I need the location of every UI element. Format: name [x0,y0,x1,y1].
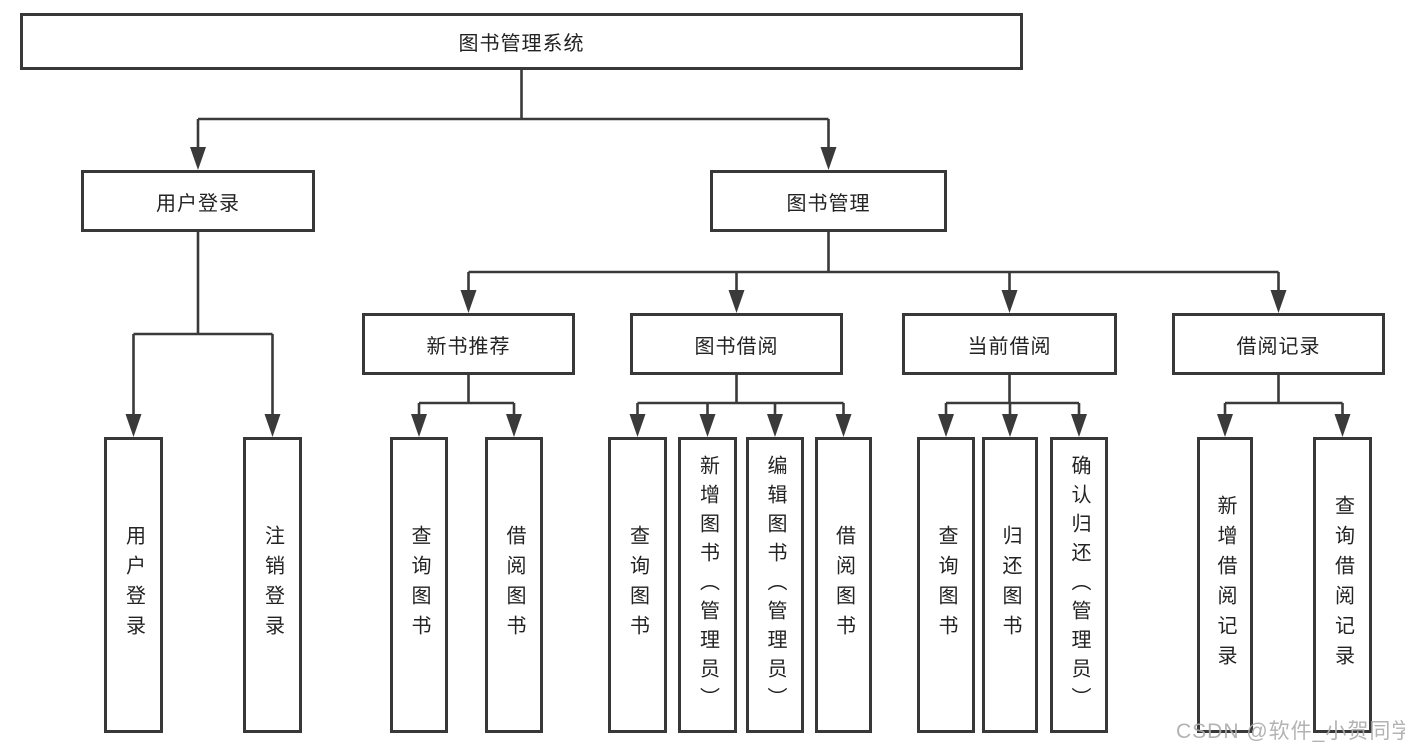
connector-root-to-level2 [190,70,837,170]
node-label: 借阅图书 [832,525,855,645]
node-label: 用户登录 [122,525,145,645]
connector-record-subtree [1217,375,1351,437]
node-borrow-record: 借阅记录 [1172,313,1385,375]
leaf-current-confirm-return-admin: 确认归还（管理员） [1050,437,1108,733]
connector-book-management-subtree [460,232,1287,313]
node-current-borrow: 当前借阅 [902,313,1117,375]
node-label: 借阅记录 [1236,335,1321,358]
node-new-book-recommend: 新书推荐 [362,313,575,375]
connector-recommend-subtree [411,375,522,437]
node-label: 归还图书 [999,525,1021,645]
node-label: 注销登录 [261,525,284,645]
node-label: 用户登录 [156,192,240,215]
node-root-library-system: 图书管理系统 [20,13,1023,70]
leaf-record-query-borrow-record: 查询借阅记录 [1313,437,1372,733]
node-label: 查询图书 [626,525,649,645]
leaf-borrow-add-book-admin: 新增图书（管理员） [678,437,737,733]
leaf-borrow-edit-book-admin: 编辑图书（管理员） [746,437,804,733]
leaf-recommend-borrow-book: 借阅图书 [485,437,543,733]
connector-borrow-subtree [629,375,852,437]
leaf-current-return-book: 归还图书 [982,437,1038,733]
node-label: 新书推荐 [426,335,511,358]
leaf-recommend-query-book: 查询图书 [390,437,448,733]
node-label: 图书管理系统 [458,33,585,55]
node-label: 查询图书 [935,525,957,645]
leaf-logout: 注销登录 [243,437,302,733]
node-label: 查询借阅记录 [1331,495,1354,675]
csdn-watermark: CSDN @软件_小贺同学 [1176,720,1405,743]
leaf-current-query-book: 查询图书 [917,437,975,733]
connector-current-subtree [938,375,1087,437]
node-user-login: 用户登录 [81,170,315,232]
node-label: 当前借阅 [967,335,1052,358]
leaf-borrow-borrow-book: 借阅图书 [815,437,872,733]
connector-user-login-subtree [125,232,281,437]
node-book-borrow: 图书借阅 [630,313,843,375]
node-label: 编辑图书（管理员） [764,454,786,716]
node-label: 查询图书 [408,525,430,645]
node-label: 确认归还（管理员） [1068,454,1090,716]
node-label: 新增图书（管理员） [696,454,719,716]
leaf-record-add-borrow-record: 新增借阅记录 [1197,437,1253,733]
node-book-management: 图书管理 [710,170,947,232]
node-label: 新增借阅记录 [1214,495,1236,675]
node-label: 图书管理 [786,192,871,215]
leaf-user-login: 用户登录 [104,437,163,733]
node-label: 图书借阅 [694,335,779,358]
leaf-borrow-query-book: 查询图书 [608,437,667,733]
node-label: 借阅图书 [503,525,525,645]
